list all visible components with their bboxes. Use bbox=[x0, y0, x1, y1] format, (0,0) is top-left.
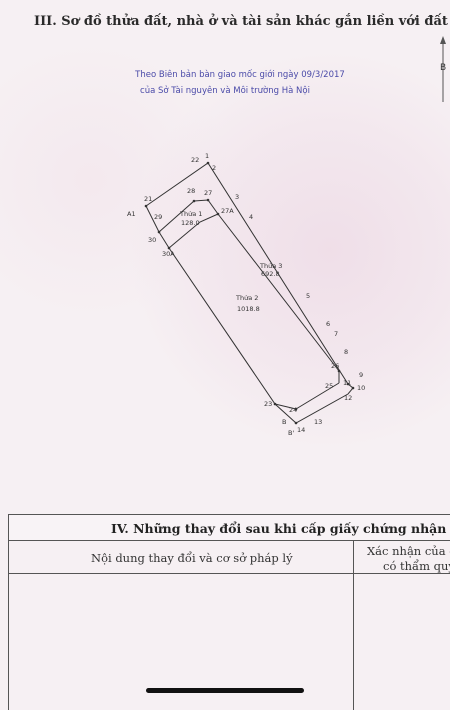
point-label-12: 12 bbox=[344, 394, 352, 402]
point-label-29: 29 bbox=[154, 213, 162, 221]
parcel-2-name: Thửa 2 bbox=[235, 294, 258, 302]
table-title-row: IV. Những thay đổi sau khi cấp giấy chứn… bbox=[8, 514, 450, 541]
point-label-24: 24 bbox=[289, 406, 297, 414]
point-label-27: 27 bbox=[204, 189, 212, 197]
north-arrow-icon: B bbox=[440, 36, 446, 102]
point-label-A1: A1 bbox=[127, 210, 136, 218]
point-label-6: 6 bbox=[326, 320, 330, 328]
parcel-1-area: 128.0 bbox=[181, 219, 200, 227]
home-indicator[interactable] bbox=[146, 688, 304, 693]
point-label-9: 9 bbox=[359, 371, 363, 379]
point-label-23: 23 bbox=[264, 400, 272, 408]
point-label-13: 13 bbox=[314, 418, 322, 426]
table-column-divider bbox=[353, 540, 354, 710]
point-label-4: 4 bbox=[249, 213, 253, 221]
parcel-2-3-divider-c bbox=[274, 403, 297, 410]
point-label-B: B bbox=[282, 418, 286, 426]
point-label-3: 3 bbox=[235, 193, 239, 201]
parcel-2-3-divider-b bbox=[295, 382, 340, 410]
point-label-22: 22 bbox=[191, 156, 199, 164]
land-parcel-map: 1 22 2 21 28 27 3 A1 29 27A 4 30 30A 5 6… bbox=[127, 152, 365, 437]
parcel-3-name: Thửa 3 bbox=[259, 262, 282, 270]
caption-line-2: của Sở Tài nguyên và Môi trường Hà Nội bbox=[140, 86, 310, 96]
point-label-1: 1 bbox=[205, 152, 209, 160]
point-label-10: 10 bbox=[357, 384, 365, 392]
parcel-1-line bbox=[168, 213, 219, 249]
changes-table: IV. Những thay đổi sau khi cấp giấy chứn… bbox=[8, 514, 450, 710]
caption-line-1: Theo Biên bản bàn giao mốc giới ngày 09/… bbox=[135, 70, 345, 80]
point-label-7: 7 bbox=[334, 330, 338, 338]
point-label-30: 30 bbox=[148, 236, 156, 244]
table-left-border bbox=[8, 540, 9, 710]
point-label-25: 25 bbox=[325, 382, 333, 390]
table-header-row: Nội dung thay đổi và cơ sở pháp lý Xác n… bbox=[8, 540, 450, 574]
point-label-30a: 30A bbox=[162, 250, 175, 258]
point-label-26: 26 bbox=[331, 362, 339, 370]
point-label-8: 8 bbox=[344, 348, 348, 356]
parcel-3-area: 692.8 bbox=[261, 270, 280, 278]
column-header-confirmation-line-1: Xác nhận của cơ bbox=[367, 544, 450, 558]
north-arrow-label: B bbox=[440, 63, 446, 73]
section-title: III. Sơ đồ thửa đất, nhà ở và tài sản kh… bbox=[34, 14, 448, 29]
point-label-27a: 27A bbox=[221, 207, 234, 215]
table-title: IV. Những thay đổi sau khi cấp giấy chứn… bbox=[111, 521, 447, 536]
parcel-2-area: 1018.8 bbox=[237, 305, 260, 313]
parcel-boundary bbox=[145, 162, 354, 424]
point-label-11: 11 bbox=[343, 379, 351, 387]
point-label-2: 2 bbox=[212, 164, 216, 172]
column-header-content: Nội dung thay đổi và cơ sở pháp lý bbox=[91, 551, 293, 565]
point-label-28: 28 bbox=[187, 187, 195, 195]
point-label-14: 14 bbox=[297, 426, 305, 434]
point-label-5: 5 bbox=[306, 292, 310, 300]
point-label-B-prime: B' bbox=[288, 429, 294, 437]
parcel-1-name: Thửa 1 bbox=[179, 210, 202, 218]
point-label-21: 21 bbox=[144, 195, 152, 203]
column-header-confirmation-line-2: có thẩm quyề bbox=[383, 559, 450, 573]
